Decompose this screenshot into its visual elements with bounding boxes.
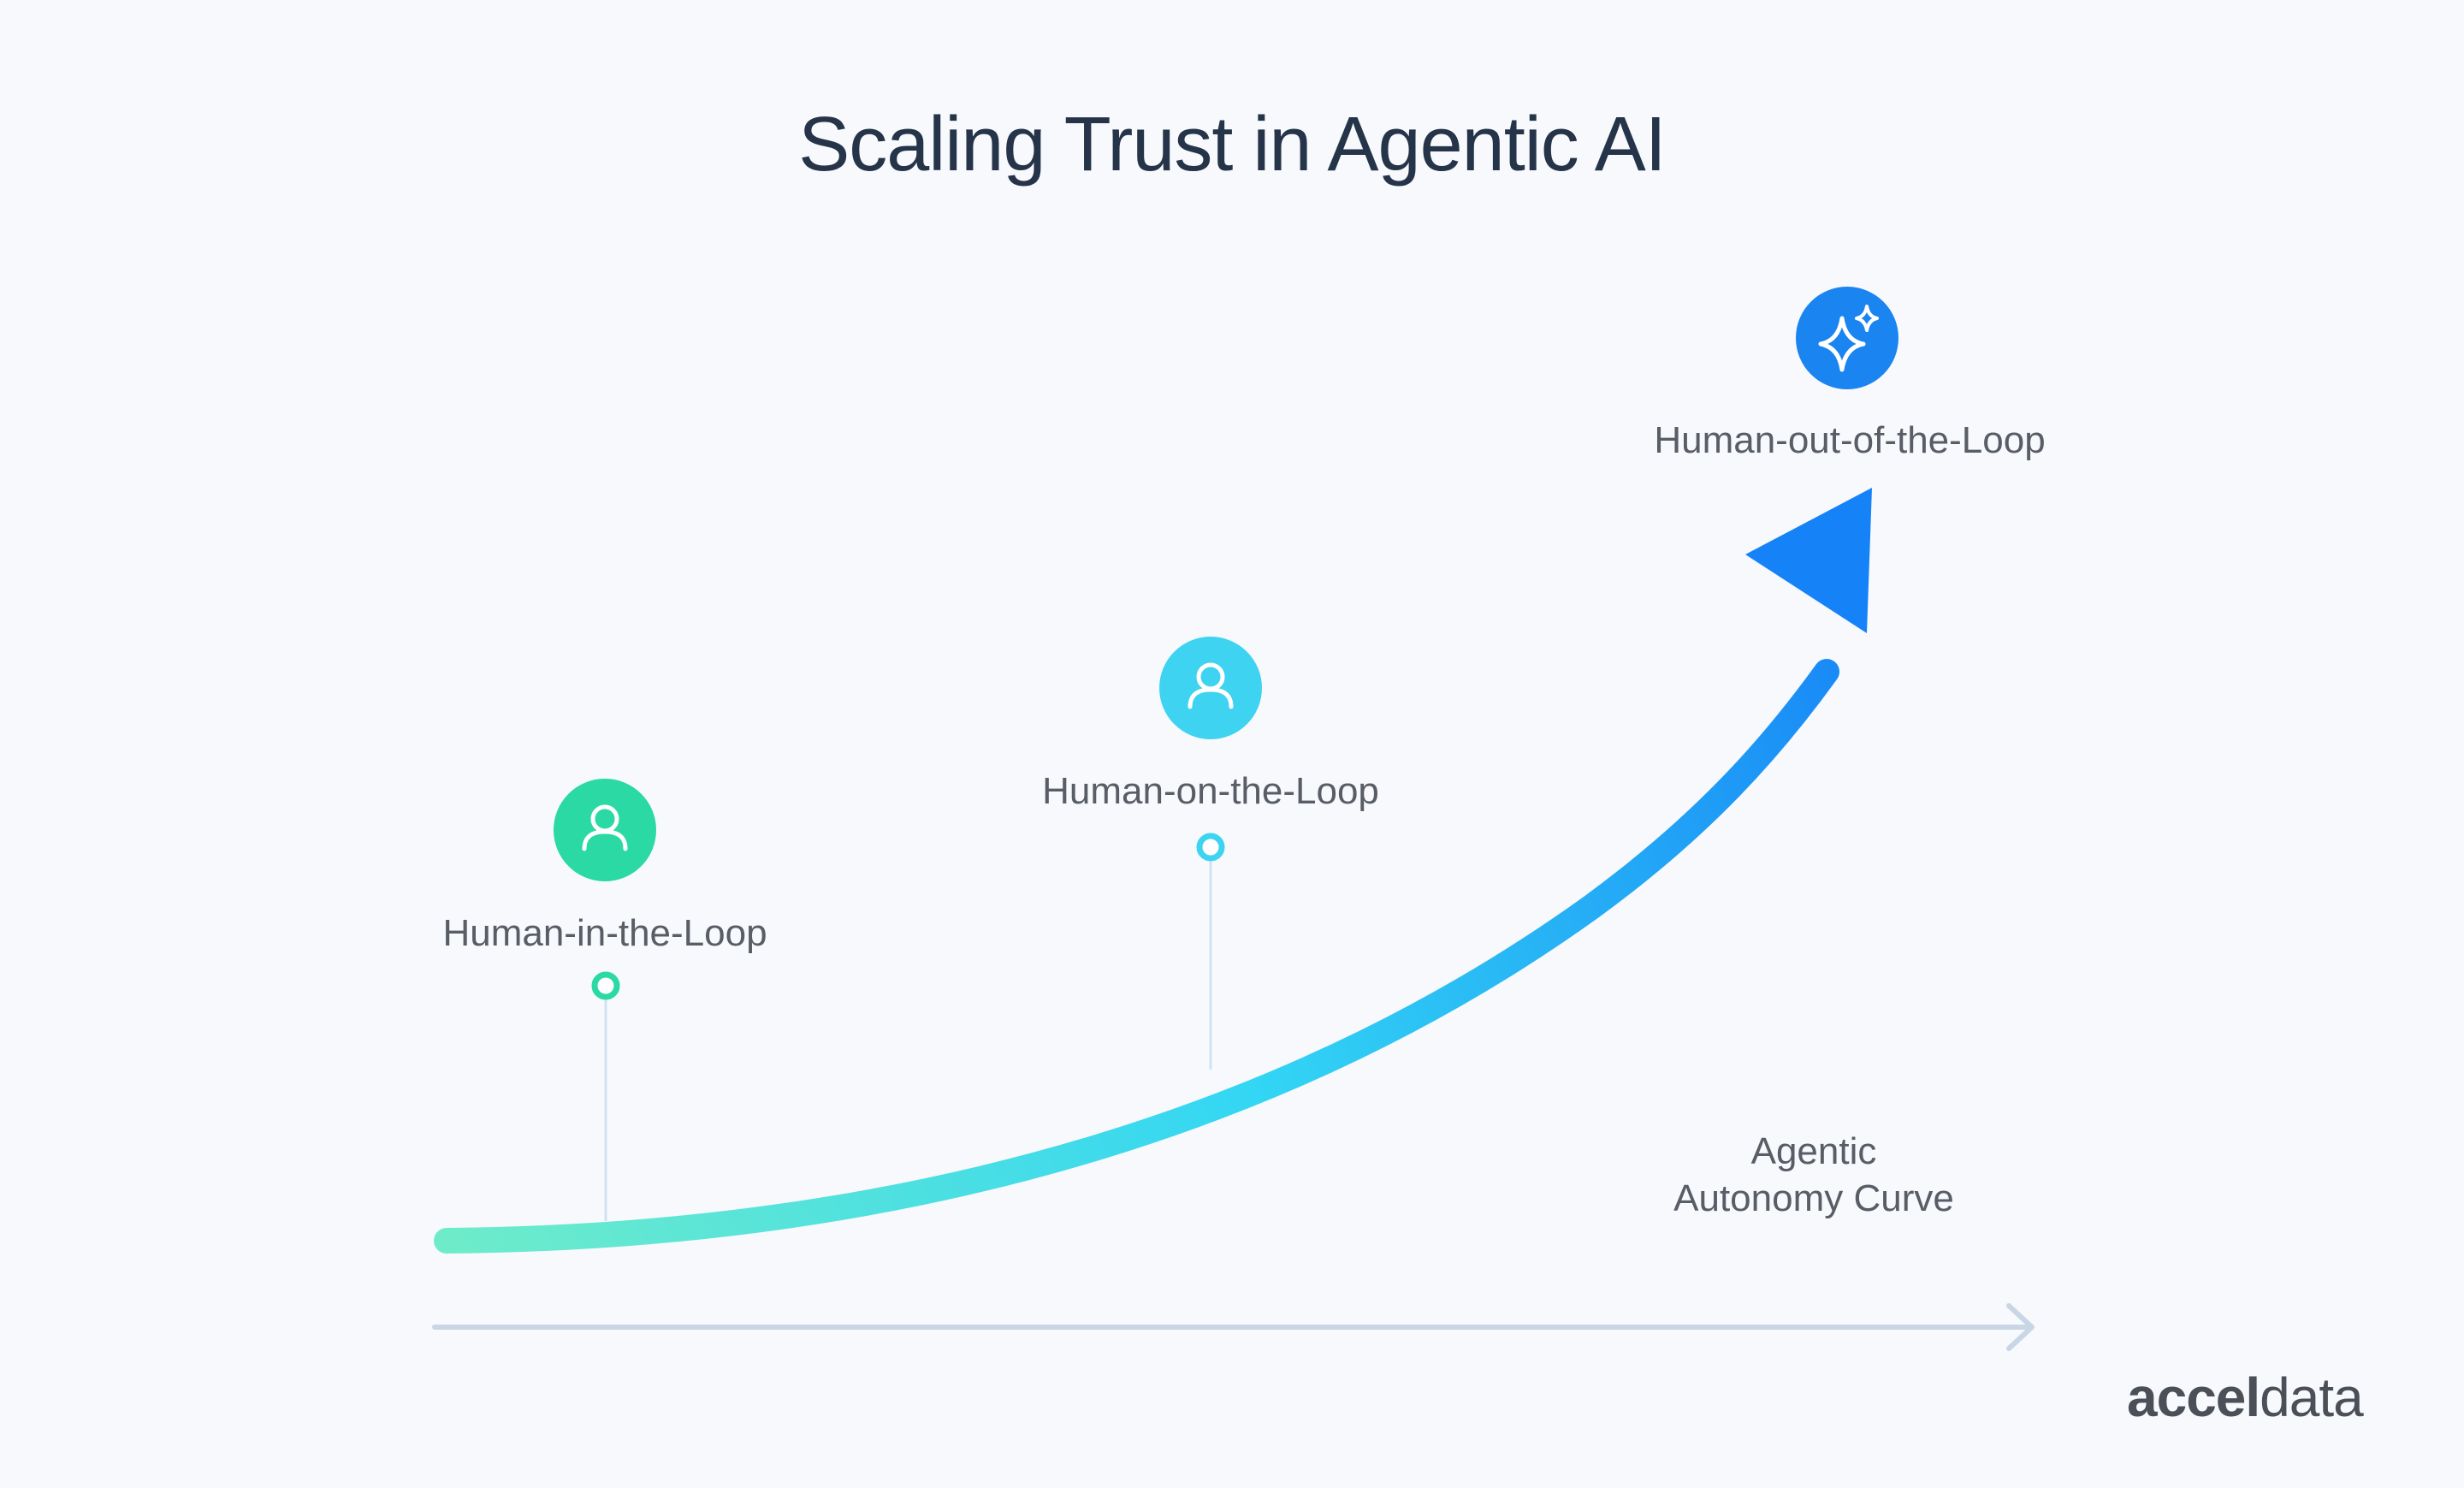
curve-label-line-1: Agentic	[1750, 1130, 1877, 1172]
brand-logo: acceldata	[2127, 1366, 2364, 1429]
curve-arrowhead	[1745, 488, 1872, 633]
stage-label-on-the-loop: Human-on-the-Loop	[1042, 770, 1379, 812]
person-icon	[554, 779, 656, 881]
marker-on-the-loop	[1196, 833, 1225, 862]
logo-part-1: accel	[2127, 1366, 2260, 1428]
autonomy-curve	[434, 659, 1839, 1254]
curve-label-line-2: Autonomy Curve	[1673, 1177, 1954, 1219]
horizontal-axis	[432, 1303, 2035, 1351]
logo-part-2: data	[2260, 1366, 2364, 1428]
curve-label: Agentic Autonomy Curve	[1557, 1128, 2070, 1222]
stage-label-out-of-the-loop: Human-out-of-the-Loop	[1654, 419, 2046, 461]
sparkle-icon	[1796, 287, 1898, 389]
person-icon	[1159, 637, 1262, 739]
page-title: Scaling Trust in Agentic AI	[798, 102, 1667, 187]
marker-in-the-loop	[591, 971, 620, 1000]
stage-label-in-the-loop: Human-in-the-Loop	[442, 912, 767, 954]
